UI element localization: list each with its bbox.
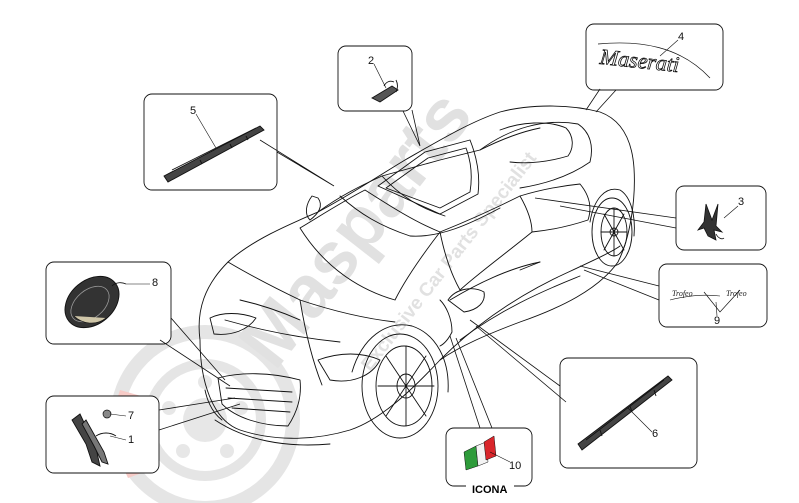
label-part-7: 7 <box>128 410 134 422</box>
trim-strip-part-5-icon <box>163 125 265 183</box>
label-part-2: 2 <box>368 55 374 67</box>
label-part-5: 5 <box>190 105 196 117</box>
trofeo-badge-left: Trofeo <box>672 289 693 298</box>
leader-lines <box>158 88 677 431</box>
label-part-9: 9 <box>714 315 720 327</box>
box-part-7-1 <box>45 395 160 474</box>
label-part-4: 4 <box>678 31 684 43</box>
oval-badge-part-8-icon <box>64 275 127 329</box>
box-part-5 <box>143 93 278 191</box>
box-part-4 <box>585 23 724 91</box>
badges-part-9-icon: Trofeo Trofeo <box>669 289 747 313</box>
emblem-part-1-icon <box>71 413 117 467</box>
box-part-2 <box>337 45 413 112</box>
side-strip-part-6-icon <box>577 375 673 451</box>
box-part-3 <box>675 185 767 251</box>
number-leaders <box>109 39 739 463</box>
part-labels: 2 4 5 3 8 9 7 1 6 10 <box>128 31 744 472</box>
callout-boxes <box>45 23 768 487</box>
label-part-10: 10 <box>509 460 521 472</box>
clip-part-7-icon <box>102 409 112 419</box>
icona-label: ICONA <box>472 484 508 496</box>
trofeo-badge-right: Trofeo <box>726 289 747 298</box>
flag-badge-part-10-icon <box>463 435 497 471</box>
label-part-3: 3 <box>738 196 744 208</box>
trident-part-3-icon <box>696 203 725 241</box>
label-part-6: 6 <box>652 428 658 440</box>
car-outline <box>198 105 635 446</box>
label-part-1: 1 <box>128 434 134 446</box>
label-part-8: 8 <box>152 277 158 289</box>
icona-label-bg <box>466 481 514 495</box>
